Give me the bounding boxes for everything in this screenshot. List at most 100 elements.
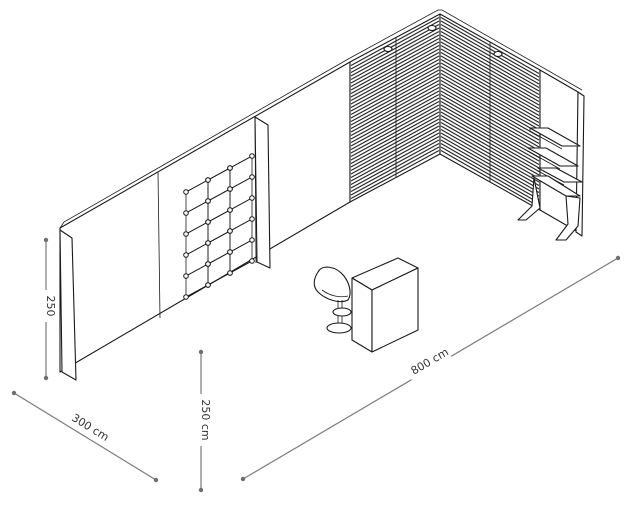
cube-connector bbox=[249, 153, 255, 159]
spotlight-1 bbox=[383, 45, 393, 53]
dimension-back-height: 250 bbox=[40, 237, 57, 381]
slat-line bbox=[350, 69, 440, 119]
slat-line bbox=[350, 139, 440, 189]
slat-line bbox=[350, 23, 440, 74]
cube-shelf-edge bbox=[229, 260, 253, 274]
cube-shelf-edge bbox=[185, 263, 209, 277]
slat-line bbox=[350, 97, 440, 147]
cube-connector bbox=[183, 189, 189, 195]
slat-line bbox=[350, 20, 440, 70]
cube-shelf-edge bbox=[229, 155, 253, 169]
spotlight-2 bbox=[427, 24, 437, 32]
cube-shelf-edge bbox=[207, 167, 231, 181]
cube-connector bbox=[227, 165, 233, 171]
slat-line bbox=[350, 100, 440, 151]
slat-line bbox=[350, 79, 440, 130]
slat-line bbox=[350, 27, 440, 77]
slat-line bbox=[350, 55, 440, 105]
cube-shelf-edge bbox=[185, 200, 209, 214]
slat-line bbox=[350, 72, 440, 123]
counter bbox=[351, 257, 419, 353]
cube-connector bbox=[227, 249, 233, 255]
slat-line bbox=[350, 16, 440, 67]
chair-shell bbox=[313, 266, 351, 303]
spotlight-3 bbox=[493, 50, 503, 58]
cube-connector bbox=[227, 228, 233, 234]
cube-shelf-edge bbox=[229, 218, 253, 232]
cube-connector bbox=[205, 261, 211, 267]
slat-line bbox=[350, 111, 440, 161]
back-height-label: 250 bbox=[44, 296, 57, 317]
dimension-width: 800 cm bbox=[240, 255, 621, 482]
cube-shelf-edge bbox=[207, 209, 231, 223]
cube-connector bbox=[183, 294, 189, 300]
cube-connector bbox=[205, 282, 211, 288]
cube-shelf-edge bbox=[185, 221, 209, 235]
chair-base bbox=[326, 322, 352, 334]
cube-connector bbox=[183, 252, 189, 258]
wall-shelf-3 bbox=[537, 167, 583, 183]
cube-connector bbox=[249, 216, 255, 222]
slat-line bbox=[350, 146, 440, 196]
cube-connector bbox=[249, 174, 255, 180]
cube-shelf-edge bbox=[207, 251, 231, 265]
cube-connector bbox=[183, 210, 189, 216]
slat-line bbox=[350, 107, 440, 158]
wall-shelf-2 bbox=[527, 147, 579, 167]
back-wall-top-edge bbox=[59, 57, 351, 229]
cube-connector bbox=[205, 177, 211, 183]
cube-connector bbox=[205, 240, 211, 246]
slat-line bbox=[350, 62, 440, 112]
cube-connector bbox=[227, 186, 233, 192]
wall-shelves bbox=[527, 127, 583, 186]
slat-line bbox=[350, 37, 440, 88]
wall-panel-join-1 bbox=[157, 171, 161, 319]
slat-line bbox=[350, 76, 440, 126]
cube-connector bbox=[183, 231, 189, 237]
slats-back-wall bbox=[350, 16, 440, 200]
wall-shelf-1 bbox=[529, 127, 581, 147]
counter-front bbox=[351, 277, 373, 353]
dimension-front-height: 250 cm bbox=[194, 349, 212, 493]
cube-shelving-unit bbox=[183, 153, 255, 300]
slat-line bbox=[350, 48, 440, 98]
slat-line bbox=[350, 41, 440, 91]
slat-line bbox=[350, 125, 440, 175]
slat-line bbox=[350, 142, 440, 193]
divider-panel bbox=[254, 116, 271, 269]
slat-line bbox=[350, 93, 440, 144]
slat-line bbox=[350, 128, 440, 179]
cube-connector bbox=[205, 198, 211, 204]
slat-line bbox=[350, 58, 440, 109]
front-height-label: 250 cm bbox=[199, 399, 212, 440]
cube-shelf-edge bbox=[207, 230, 231, 244]
slat-line bbox=[350, 30, 440, 81]
counter-side bbox=[371, 267, 419, 353]
cube-shelf-edge bbox=[185, 242, 209, 256]
slat-line bbox=[350, 51, 440, 102]
slat-line bbox=[350, 34, 440, 84]
slat-line bbox=[350, 86, 440, 137]
slat-line bbox=[350, 65, 440, 116]
slat-line bbox=[350, 90, 440, 140]
cube-shelf-edge bbox=[185, 284, 209, 298]
chair-footrest bbox=[332, 307, 352, 317]
cube-connector bbox=[227, 270, 233, 276]
slat-line bbox=[350, 135, 440, 186]
bar-chair bbox=[313, 266, 352, 334]
left-end-panel bbox=[59, 229, 77, 381]
cube-shelf-edge bbox=[207, 272, 231, 286]
cube-connector bbox=[249, 237, 255, 243]
cube-shelf-edge bbox=[229, 176, 253, 190]
slat-line bbox=[350, 114, 440, 165]
slat-line bbox=[350, 83, 440, 133]
cube-shelf-edge bbox=[229, 197, 253, 211]
cube-connector bbox=[227, 207, 233, 213]
cube-shelf-edge bbox=[229, 239, 253, 253]
cube-connector bbox=[249, 258, 255, 264]
slat-line bbox=[350, 44, 440, 95]
back-wall-plain-section bbox=[59, 61, 351, 373]
slatted-wall-top-rim bbox=[349, 9, 583, 91]
cube-shelf-edge bbox=[207, 188, 231, 202]
